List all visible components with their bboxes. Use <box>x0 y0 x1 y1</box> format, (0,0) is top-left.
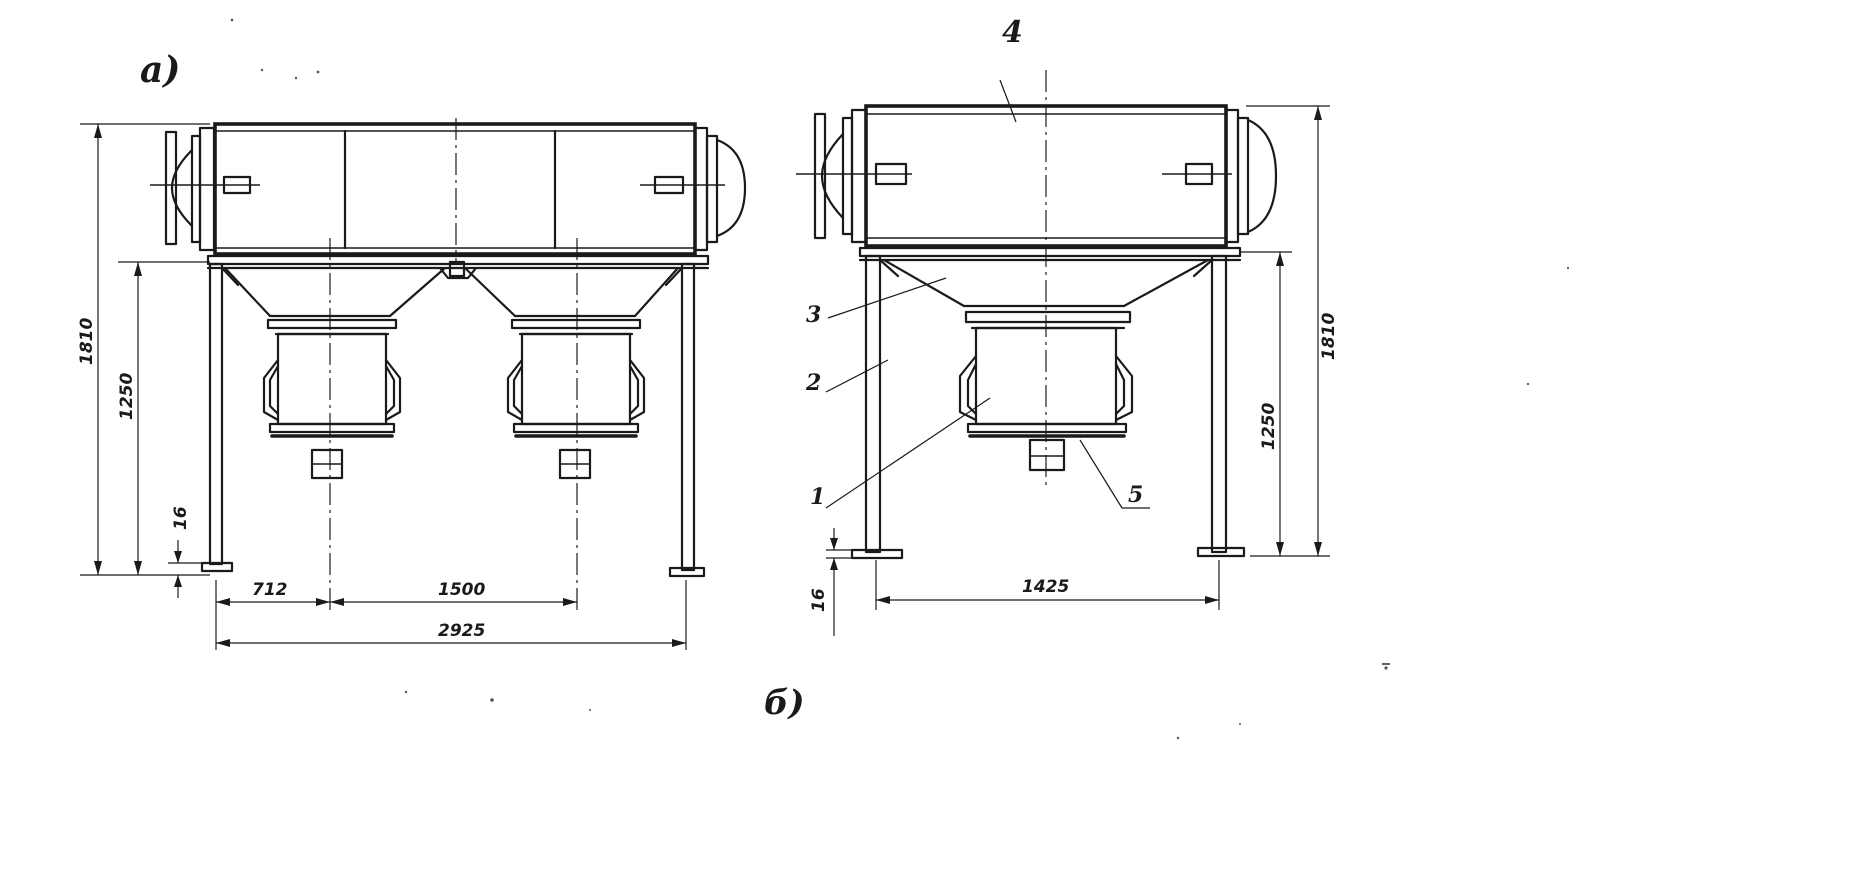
svg-text:712: 712 <box>252 580 288 600</box>
callout-2: 2 <box>805 359 889 396</box>
scan-noise <box>230 18 1570 740</box>
svg-text:1250: 1250 <box>117 373 137 420</box>
left-dim-frame-height: 1250 <box>117 261 210 575</box>
svg-text:2925: 2925 <box>438 621 485 641</box>
right-dim-foot: 16 <box>809 528 856 636</box>
left-dim-total-height: 1810 <box>77 123 210 576</box>
left-dim-spacing: 1500 <box>330 580 577 606</box>
callout-5: 5 <box>1079 439 1150 509</box>
leader-4 <box>999 79 1017 123</box>
svg-text:1810: 1810 <box>77 318 97 365</box>
callout-4: 4 <box>1002 15 1023 50</box>
svg-text:16: 16 <box>809 588 829 612</box>
svg-text:2: 2 <box>805 370 821 396</box>
svg-text:16: 16 <box>171 506 191 530</box>
view-label-b: б) <box>764 683 805 723</box>
left-dim-foot: 16 <box>168 506 205 598</box>
left-dim-offset: 712 <box>215 580 330 650</box>
right-main-body <box>796 79 1278 248</box>
right-dim-frame-height: 1250 <box>1240 251 1292 556</box>
right-frame <box>850 246 1246 560</box>
left-main-body <box>150 122 747 256</box>
svg-text:5: 5 <box>1128 482 1143 508</box>
callout-1: 1 <box>810 397 991 510</box>
svg-text:1425: 1425 <box>1022 577 1069 597</box>
svg-text:1: 1 <box>810 484 825 510</box>
left-frame <box>200 254 710 578</box>
right-dim-total-height: 1810 <box>1246 105 1339 557</box>
callout-3: 3 <box>806 277 947 328</box>
right-dim-width: 1425 <box>875 560 1220 610</box>
left-dim-total-length: 2925 <box>216 580 687 650</box>
svg-text:1250: 1250 <box>1259 403 1279 450</box>
svg-text:3: 3 <box>806 302 821 328</box>
svg-text:1500: 1500 <box>438 580 485 600</box>
left-drum-2 <box>506 318 646 480</box>
right-view: 4 <box>796 15 1339 636</box>
view-label-a: а) <box>140 49 180 91</box>
left-drum-1 <box>262 318 402 480</box>
svg-text:1810: 1810 <box>1319 313 1339 360</box>
left-view: а) <box>77 49 747 650</box>
